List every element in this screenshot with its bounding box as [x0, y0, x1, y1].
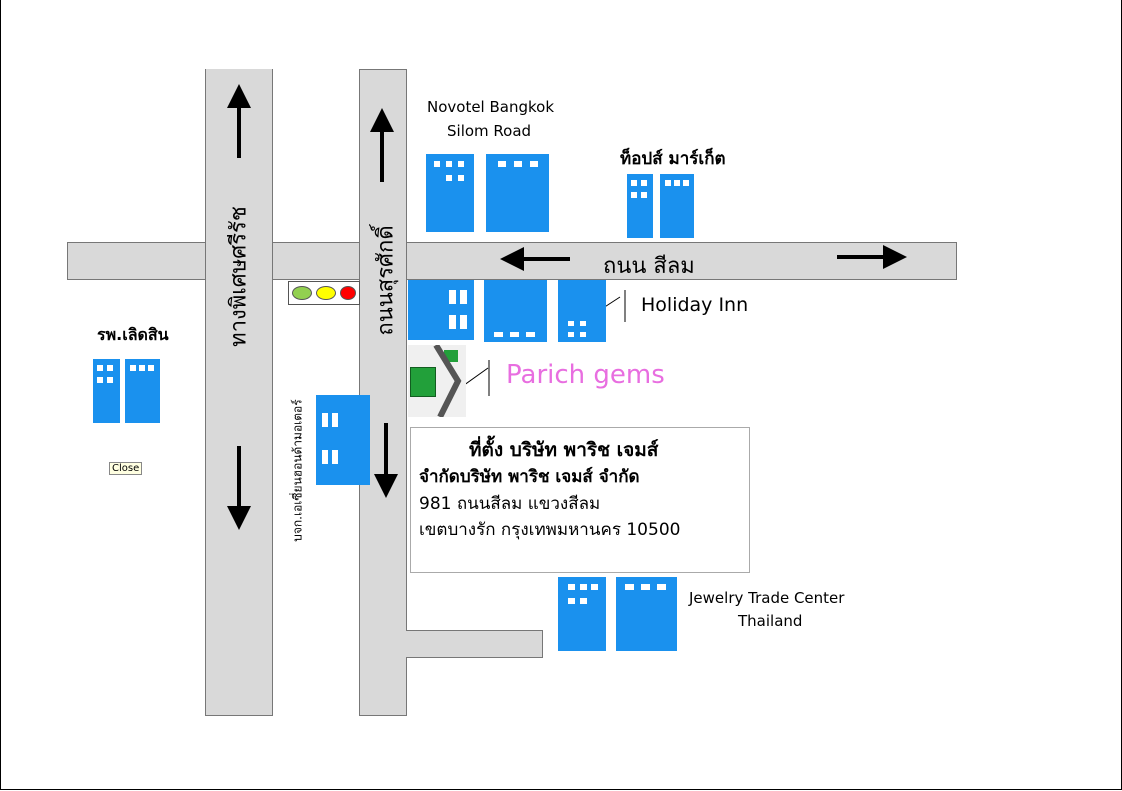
- traffic-light: [288, 281, 360, 305]
- novotel-label-1: Novotel Bangkok: [427, 98, 555, 116]
- side-soi-road: [407, 630, 543, 658]
- honda-building: [316, 395, 370, 485]
- shop-door-icon: [410, 367, 436, 397]
- tops-building-right: [660, 174, 694, 238]
- green-light-icon: [292, 286, 312, 300]
- jtc-building-left: [558, 577, 606, 651]
- yellow-light-icon: [316, 286, 336, 300]
- jtc-label-1: Jewelry Trade Center: [689, 589, 845, 607]
- address-info-box: ที่ตั้ง บริษัท พาริช เจมส์ จำกัดบริษัท พ…: [410, 427, 750, 573]
- intersection-2: [360, 243, 406, 279]
- middle-building: [484, 280, 547, 342]
- hospital-label: รพ.เลิดสิน: [97, 325, 169, 344]
- jtc-building-right: [616, 577, 677, 651]
- info-line-3: เขตบางรัก กรุงเทพมหานคร 10500: [419, 520, 681, 540]
- tops-building-left: [627, 174, 653, 238]
- holiday-inn-label: Holiday Inn: [641, 294, 749, 316]
- novotel-building-left: [426, 154, 474, 232]
- red-light-icon: [340, 286, 356, 300]
- info-title: ที่ตั้ง บริษัท พาริช เจมส์: [469, 439, 659, 461]
- intersection-1: [206, 243, 272, 279]
- intersection-3: [360, 631, 408, 657]
- jtc-label-2: Thailand: [738, 612, 803, 630]
- tops-label: ท็อปส์ มาร์เก็ต: [620, 149, 726, 169]
- parich-shop: [408, 345, 466, 417]
- phiset-road: [205, 69, 273, 716]
- close-button[interactable]: Close: [109, 462, 143, 475]
- hospital-building-left: [93, 359, 120, 423]
- parich-label: Parich gems: [506, 360, 665, 390]
- corner-building: [408, 280, 474, 340]
- silom-road-label: ถนน สีลม: [603, 254, 695, 279]
- holiday-inn-building: [558, 280, 606, 342]
- info-line-1: จำกัดบริษัท พาริช เจมส์ จำกัด: [419, 467, 640, 487]
- shop-chevron-icon: [433, 345, 462, 417]
- novotel-building-right: [486, 154, 549, 232]
- hospital-building-right: [125, 359, 160, 423]
- novotel-label-2: Silom Road: [447, 122, 532, 140]
- info-line-2: 981 ถนนสีลม แขวงสีลม: [419, 494, 601, 514]
- surasak-road: [359, 69, 407, 716]
